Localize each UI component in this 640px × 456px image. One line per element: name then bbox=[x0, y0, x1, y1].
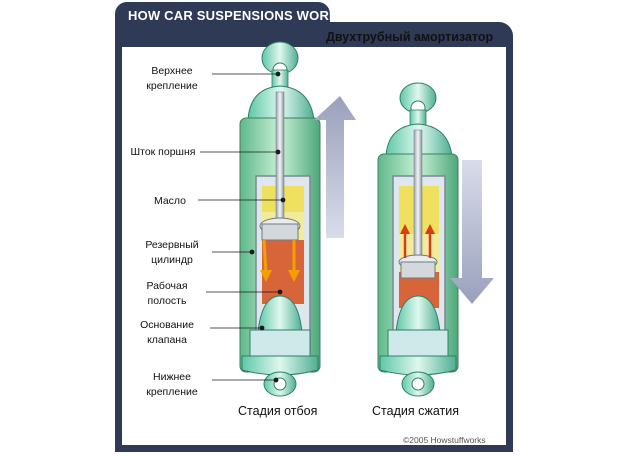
leader-lines bbox=[198, 71, 286, 383]
label-reserve-cylinder: Резервный цилиндр bbox=[145, 239, 199, 266]
label-piston-rod: Шток поршня bbox=[130, 146, 196, 158]
label-lower-mount: Нижнее крепление bbox=[146, 371, 198, 398]
page-title: HOW CAR SUSPENSIONS WORK bbox=[128, 8, 339, 23]
label-valve-base: Основание клапана bbox=[140, 319, 194, 346]
stage-rebound-label: Стадия отбоя bbox=[238, 404, 318, 418]
copyright-text: ©2005 Howstuffworks bbox=[403, 435, 486, 445]
compression-shock bbox=[377, 82, 494, 397]
label-working-chamber: Рабочая полость bbox=[146, 280, 188, 307]
title-tab bbox=[115, 2, 330, 28]
label-upper-mount: Верхнее крепление bbox=[146, 65, 198, 92]
label-oil: Масло bbox=[153, 195, 187, 207]
rebound-shock bbox=[239, 41, 356, 397]
diagram-subtitle: Двухтрубный амортизатор bbox=[326, 30, 494, 44]
stage-compression-label: Стадия сжатия bbox=[372, 404, 459, 418]
